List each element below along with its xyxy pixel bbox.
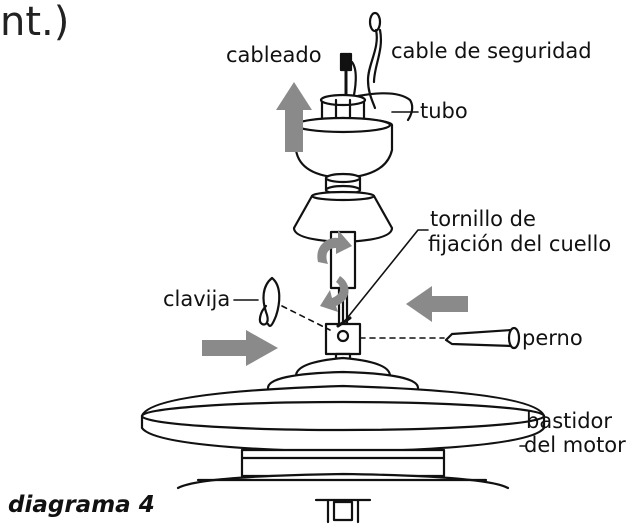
label-cable-de-seguridad: cable de seguridad [391,39,592,63]
label-tornillo-line2: fijación del cuello [428,232,612,256]
label-cableado: cableado [226,43,322,67]
label-tubo: tubo [420,99,468,123]
canopy [294,116,394,180]
clip-pin [258,276,281,327]
safety-cable [366,11,382,110]
header-fragment: nt.) [0,0,70,45]
label-tornillo-line1: tornillo de [430,207,536,231]
rotate-arrow [317,230,352,312]
motor-collar [324,316,362,362]
motor-top-hub [266,356,420,390]
lower-housing [176,448,510,524]
right-arrow [202,330,278,366]
label-bastidor-line2: del motor [524,433,626,457]
label-bastidor-line1: bastidor [526,409,613,433]
bolt [444,326,521,350]
leader-lines [233,111,527,447]
diagram-caption: diagrama 4 [8,492,155,518]
dashed-guides [281,305,445,339]
label-clavija: clavija [163,287,231,311]
motor-housing [140,384,546,454]
tube-top [319,93,367,122]
up-arrow [276,82,312,152]
left-arrow [406,286,468,322]
label-perno: perno [522,326,583,350]
yoke-cover [292,190,394,244]
